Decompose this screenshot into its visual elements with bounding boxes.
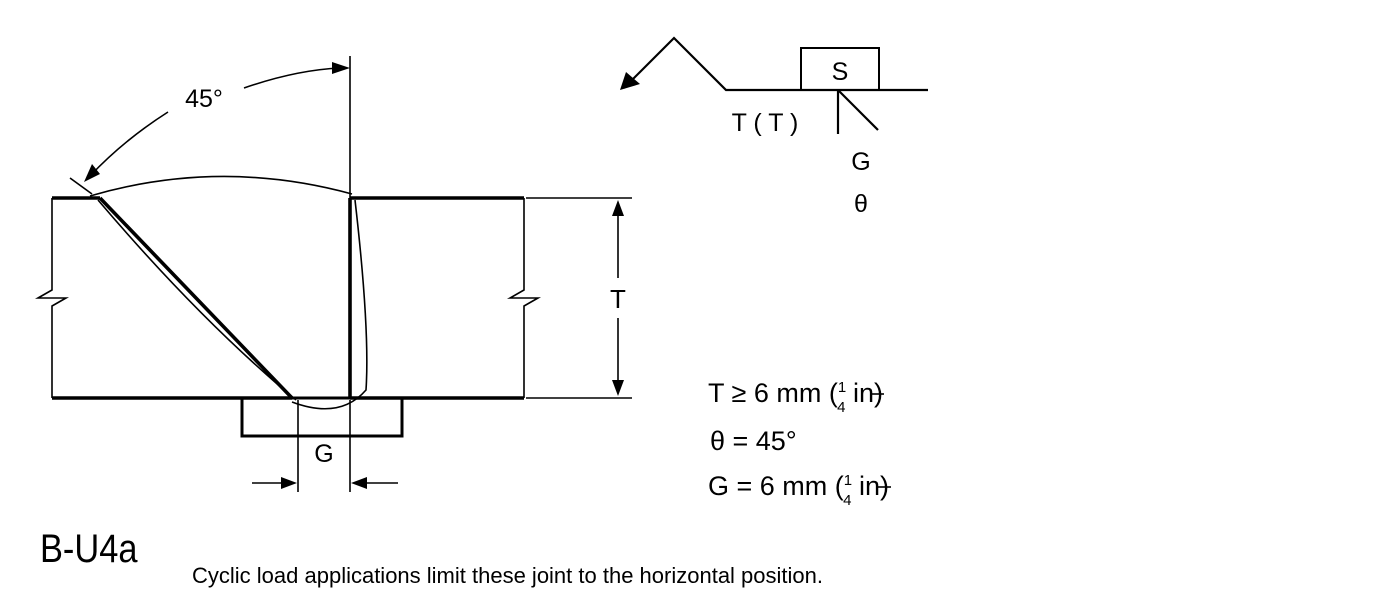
angle-requirement: θ = 45° [710, 426, 797, 456]
right-plate-break-line [506, 198, 542, 398]
gap-arrowhead-left [281, 477, 297, 489]
bevel-fusion-line [97, 199, 297, 401]
angle-extension-tick [69, 177, 93, 195]
symbol-angle-label: θ [854, 190, 868, 218]
spacer-box [800, 47, 880, 91]
weld-face-reinforcement [89, 175, 353, 197]
thickness-label: T [610, 284, 626, 314]
joint-designation: B-U4a [40, 526, 138, 571]
weld-root-profile [291, 199, 368, 410]
angle-arc-upper [243, 67, 341, 89]
thickness-arrowhead-bottom [612, 380, 624, 396]
symbol-gap-label: G [851, 148, 870, 176]
angle-arrowhead-lower [84, 164, 100, 182]
spacer-label: S [832, 58, 849, 86]
groove-size-label: T ( T ) [732, 109, 799, 137]
thickness-arrowhead-top [612, 200, 624, 216]
left-plate-break-line [34, 198, 70, 398]
angle-arrowhead-upper [332, 62, 350, 74]
joint-section: 45° T G [34, 56, 632, 492]
welding-symbol: S T ( T ) G θ [620, 36, 928, 218]
gap-label: G [314, 440, 333, 468]
angle-arc-lower [89, 111, 169, 177]
backing-bar [240, 396, 404, 438]
weld-symbol-leader-line [623, 36, 928, 92]
bevel-groove-symbol-leg [837, 89, 879, 131]
angle-label: 45° [185, 85, 223, 113]
bevel-groove-face [98, 196, 294, 400]
weld-symbol-arrowhead [620, 72, 640, 90]
joint-note: Cyclic load applications limit these joi… [192, 563, 823, 588]
gap-arrowhead-right [351, 477, 367, 489]
